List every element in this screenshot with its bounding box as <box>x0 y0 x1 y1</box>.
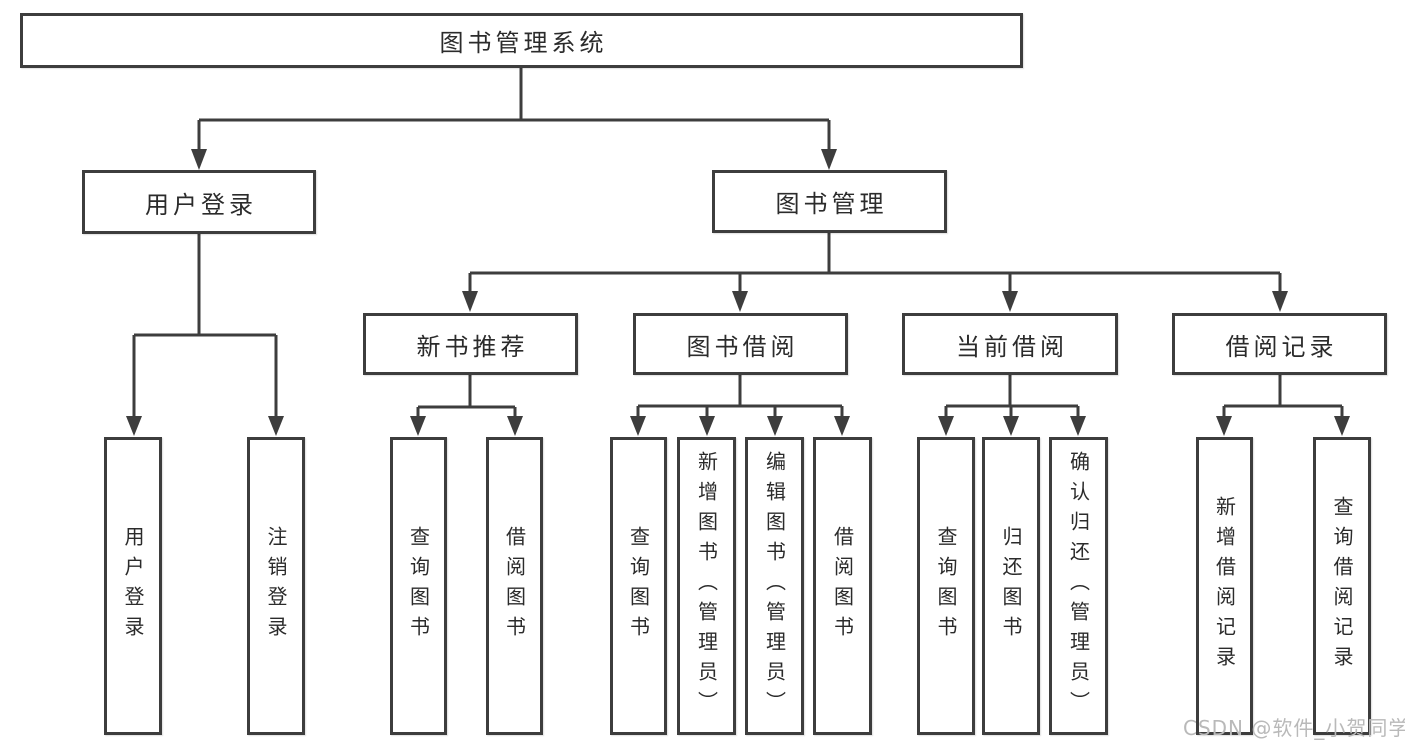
node-user-login: 用户登录 <box>82 170 316 234</box>
arrow-down-icon <box>699 416 715 436</box>
arrow-down-icon <box>767 416 783 436</box>
leaf-borrow-query-book: 查询图书 <box>610 437 667 735</box>
arrow-down-icon <box>1272 291 1288 312</box>
arrow-down-icon <box>507 416 523 436</box>
arrow-down-icon <box>1216 416 1232 436</box>
arrow-down-icon <box>268 416 284 436</box>
leaf-record-add: 新增借阅记录 <box>1196 437 1253 735</box>
arrow-down-icon <box>1070 416 1086 436</box>
arrow-down-icon <box>1334 416 1350 436</box>
leaf-user-login: 用户登录 <box>104 437 162 735</box>
node-current-borrow: 当前借阅 <box>902 313 1118 375</box>
leaf-record-query: 查询借阅记录 <box>1313 437 1371 735</box>
leaf-borrow-edit-book-admin: 编辑图书（管理员） <box>745 437 804 735</box>
leaf-logout: 注销登录 <box>247 437 305 735</box>
watermark: CSDN @软件_小贺同学 <box>1183 716 1405 740</box>
arrow-down-icon <box>1003 416 1019 436</box>
node-book-management: 图书管理 <box>712 170 947 233</box>
node-borrow-record: 借阅记录 <box>1172 313 1387 375</box>
leaf-borrow-borrow-book: 借阅图书 <box>813 437 872 735</box>
arrow-down-icon <box>462 291 478 312</box>
node-root: 图书管理系统 <box>20 13 1023 68</box>
arrow-down-icon <box>630 416 646 436</box>
arrow-down-icon <box>191 149 207 170</box>
arrowheads <box>126 149 1350 436</box>
arrow-down-icon <box>732 291 748 312</box>
arrow-down-icon <box>126 416 142 436</box>
node-new-book-recommend: 新书推荐 <box>363 313 578 375</box>
arrow-down-icon <box>821 149 837 170</box>
arrow-down-icon <box>834 416 850 436</box>
leaf-recommend-borrow-book: 借阅图书 <box>486 437 543 735</box>
leaf-recommend-query-book: 查询图书 <box>390 437 447 735</box>
tree-edges <box>132 68 1344 417</box>
arrow-down-icon <box>410 416 426 436</box>
leaf-current-query-book: 查询图书 <box>917 437 975 735</box>
leaf-current-return-book: 归还图书 <box>982 437 1040 735</box>
leaf-current-confirm-return-admin: 确认归还（管理员） <box>1049 437 1108 735</box>
arrow-down-icon <box>938 416 954 436</box>
leaf-borrow-add-book-admin: 新增图书（管理员） <box>677 437 736 735</box>
node-book-borrow: 图书借阅 <box>633 313 848 375</box>
arrow-down-icon <box>1002 291 1018 312</box>
